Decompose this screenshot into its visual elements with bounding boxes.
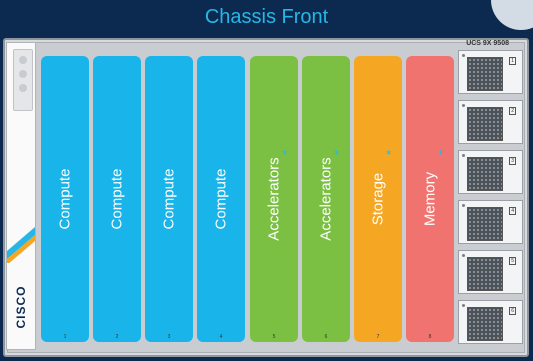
diagram-title: Chassis Front xyxy=(204,6,329,28)
slot-storage-7[interactable]: Storage * 7 xyxy=(354,56,402,342)
slot-accelerators-5[interactable]: Accelerators* 5 xyxy=(250,56,298,342)
psu-bay[interactable]: 1 xyxy=(458,50,523,94)
slot-label: Storage xyxy=(369,172,387,226)
cisco-logo: CISCO xyxy=(14,285,28,329)
slot-number: 7 xyxy=(376,334,380,340)
status-panel xyxy=(13,49,33,111)
psu-number: 6 xyxy=(509,307,516,315)
psu-number: 2 xyxy=(509,107,516,115)
model-label: UCS 9X 9508 xyxy=(466,40,509,47)
slot-memory-8[interactable]: Memory * 8 xyxy=(406,56,454,342)
vent-grille xyxy=(467,207,503,241)
slot-number: 2 xyxy=(115,334,119,340)
slot-accelerators-6[interactable]: Accelerators* 6 xyxy=(302,56,350,342)
slot-number: 6 xyxy=(324,334,328,340)
slot-star: * xyxy=(334,148,340,161)
slot-compute-2[interactable]: Compute 2 xyxy=(93,56,141,342)
slot-number: 4 xyxy=(219,334,223,340)
slot-label: Compute xyxy=(56,168,74,230)
slot-number: 8 xyxy=(428,334,432,340)
slot-compute-1[interactable]: Compute 1 xyxy=(41,56,89,342)
slot-number: 1 xyxy=(63,334,67,340)
psu-column: 1 2 3 4 5 6 xyxy=(456,44,525,350)
slot-number: 3 xyxy=(167,334,171,340)
vent-grille xyxy=(467,257,503,291)
psu-number: 3 xyxy=(509,157,516,165)
slot-label: Compute xyxy=(212,168,230,230)
vent-grille xyxy=(467,307,503,341)
psu-bay[interactable]: 2 xyxy=(458,100,523,144)
slot-label: Memory xyxy=(421,171,439,227)
psu-bay[interactable]: 3 xyxy=(458,150,523,194)
vent-grille xyxy=(467,57,503,91)
psu-number: 1 xyxy=(509,57,516,65)
vent-grille xyxy=(467,107,503,141)
chassis: UCS 9X 9508 CISCO Compute 1 Compute 2 Comp… xyxy=(3,38,529,357)
accent-stripes xyxy=(7,227,35,263)
slot-compute-4[interactable]: Compute 4 xyxy=(197,56,245,342)
slot-label: Compute xyxy=(160,168,178,230)
slot-star: * xyxy=(438,148,444,161)
slot-star: * xyxy=(386,148,392,161)
psu-bay[interactable]: 5 xyxy=(458,250,523,294)
vent-grille xyxy=(467,157,503,191)
psu-number: 5 xyxy=(509,257,516,265)
slot-label: Accelerators xyxy=(265,157,283,241)
slot-star: * xyxy=(282,148,288,161)
slot-label: Accelerators xyxy=(317,157,335,241)
psu-bay[interactable]: 6 xyxy=(458,300,523,344)
psu-bay[interactable]: 4 xyxy=(458,200,523,244)
slot-compute-3[interactable]: Compute 3 xyxy=(145,56,193,342)
slot-number: 5 xyxy=(272,334,276,340)
left-rail: CISCO xyxy=(6,42,36,350)
slot-label: Compute xyxy=(108,168,126,230)
psu-number: 4 xyxy=(509,207,516,215)
